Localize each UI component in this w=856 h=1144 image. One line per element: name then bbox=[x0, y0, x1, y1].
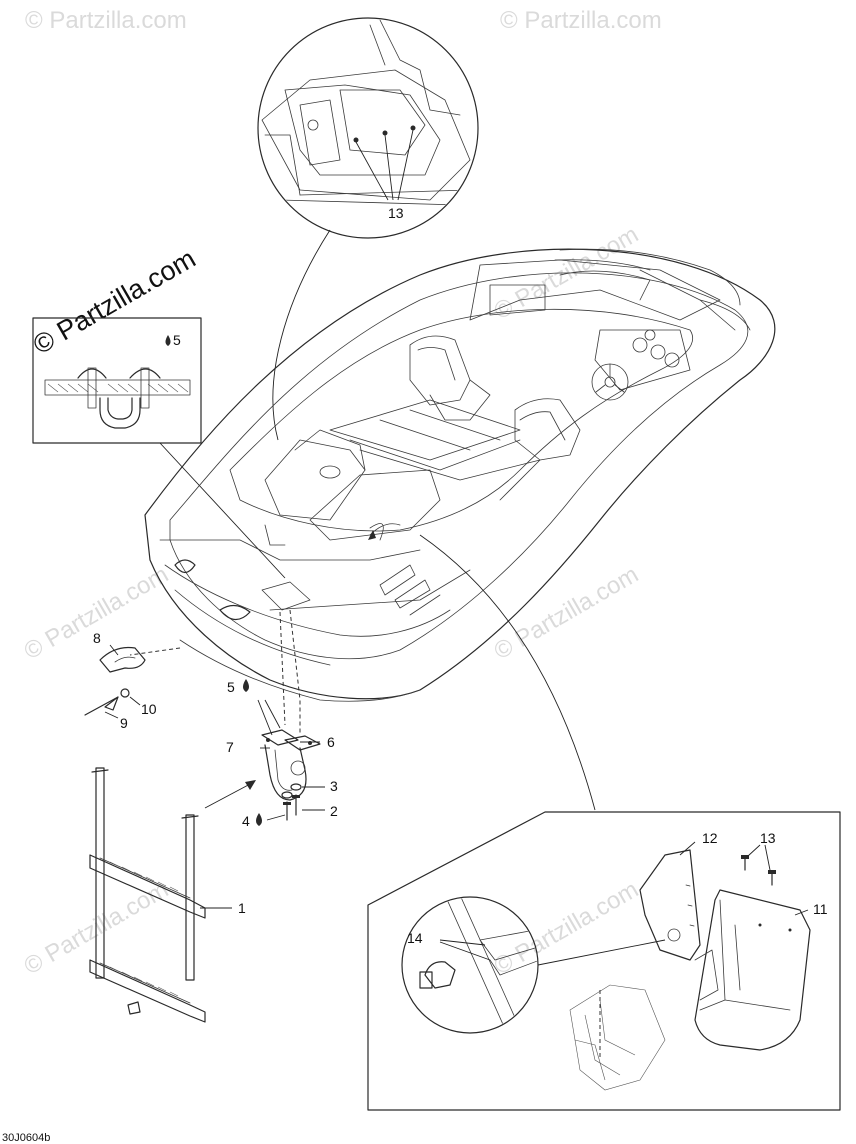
ladder-bracket bbox=[261, 729, 321, 821]
watermark-faint: © Partzilla.com bbox=[20, 561, 174, 665]
callout-11: 11 bbox=[813, 901, 828, 917]
boat-hull bbox=[144, 248, 776, 702]
droplet-icon bbox=[243, 679, 249, 692]
callout-9: 9 bbox=[120, 715, 128, 731]
droplet-icon bbox=[256, 813, 262, 826]
callout-5-top: 5 bbox=[227, 679, 235, 695]
callout-6: 6 bbox=[327, 734, 335, 750]
watermark-faint: © Partzilla.com bbox=[490, 561, 644, 665]
callout-4: 4 bbox=[242, 813, 250, 829]
callout-10: 10 bbox=[141, 701, 157, 717]
inset-box-seal: 5 bbox=[32, 317, 202, 444]
callout-3: 3 bbox=[330, 778, 338, 794]
callout-12: 12 bbox=[702, 830, 718, 846]
callout-8: 8 bbox=[93, 630, 101, 646]
callout-13-bottom: 13 bbox=[760, 830, 776, 846]
bottom-detail-box bbox=[367, 811, 841, 1111]
watermark-faint: © Partzilla.com bbox=[500, 7, 662, 34]
callout-7: 7 bbox=[226, 739, 234, 755]
watermark-layer: © Partzilla.com © Partzilla.com © Partzi… bbox=[20, 7, 662, 980]
ladder bbox=[89, 767, 206, 1023]
top-detail-circle: 13 bbox=[257, 17, 479, 239]
callout-5-inset: 5 bbox=[173, 332, 181, 348]
callout-14: 14 bbox=[407, 930, 423, 946]
watermark-faint: © Partzilla.com bbox=[25, 7, 187, 34]
tow-eye-parts bbox=[84, 646, 146, 716]
callout-13-top: 13 bbox=[388, 205, 404, 221]
watermark-faint: © Partzilla.com bbox=[490, 876, 644, 980]
callout-1: 1 bbox=[238, 900, 246, 916]
callout-2: 2 bbox=[330, 803, 338, 819]
part-code: 30J0604b bbox=[2, 1132, 50, 1144]
